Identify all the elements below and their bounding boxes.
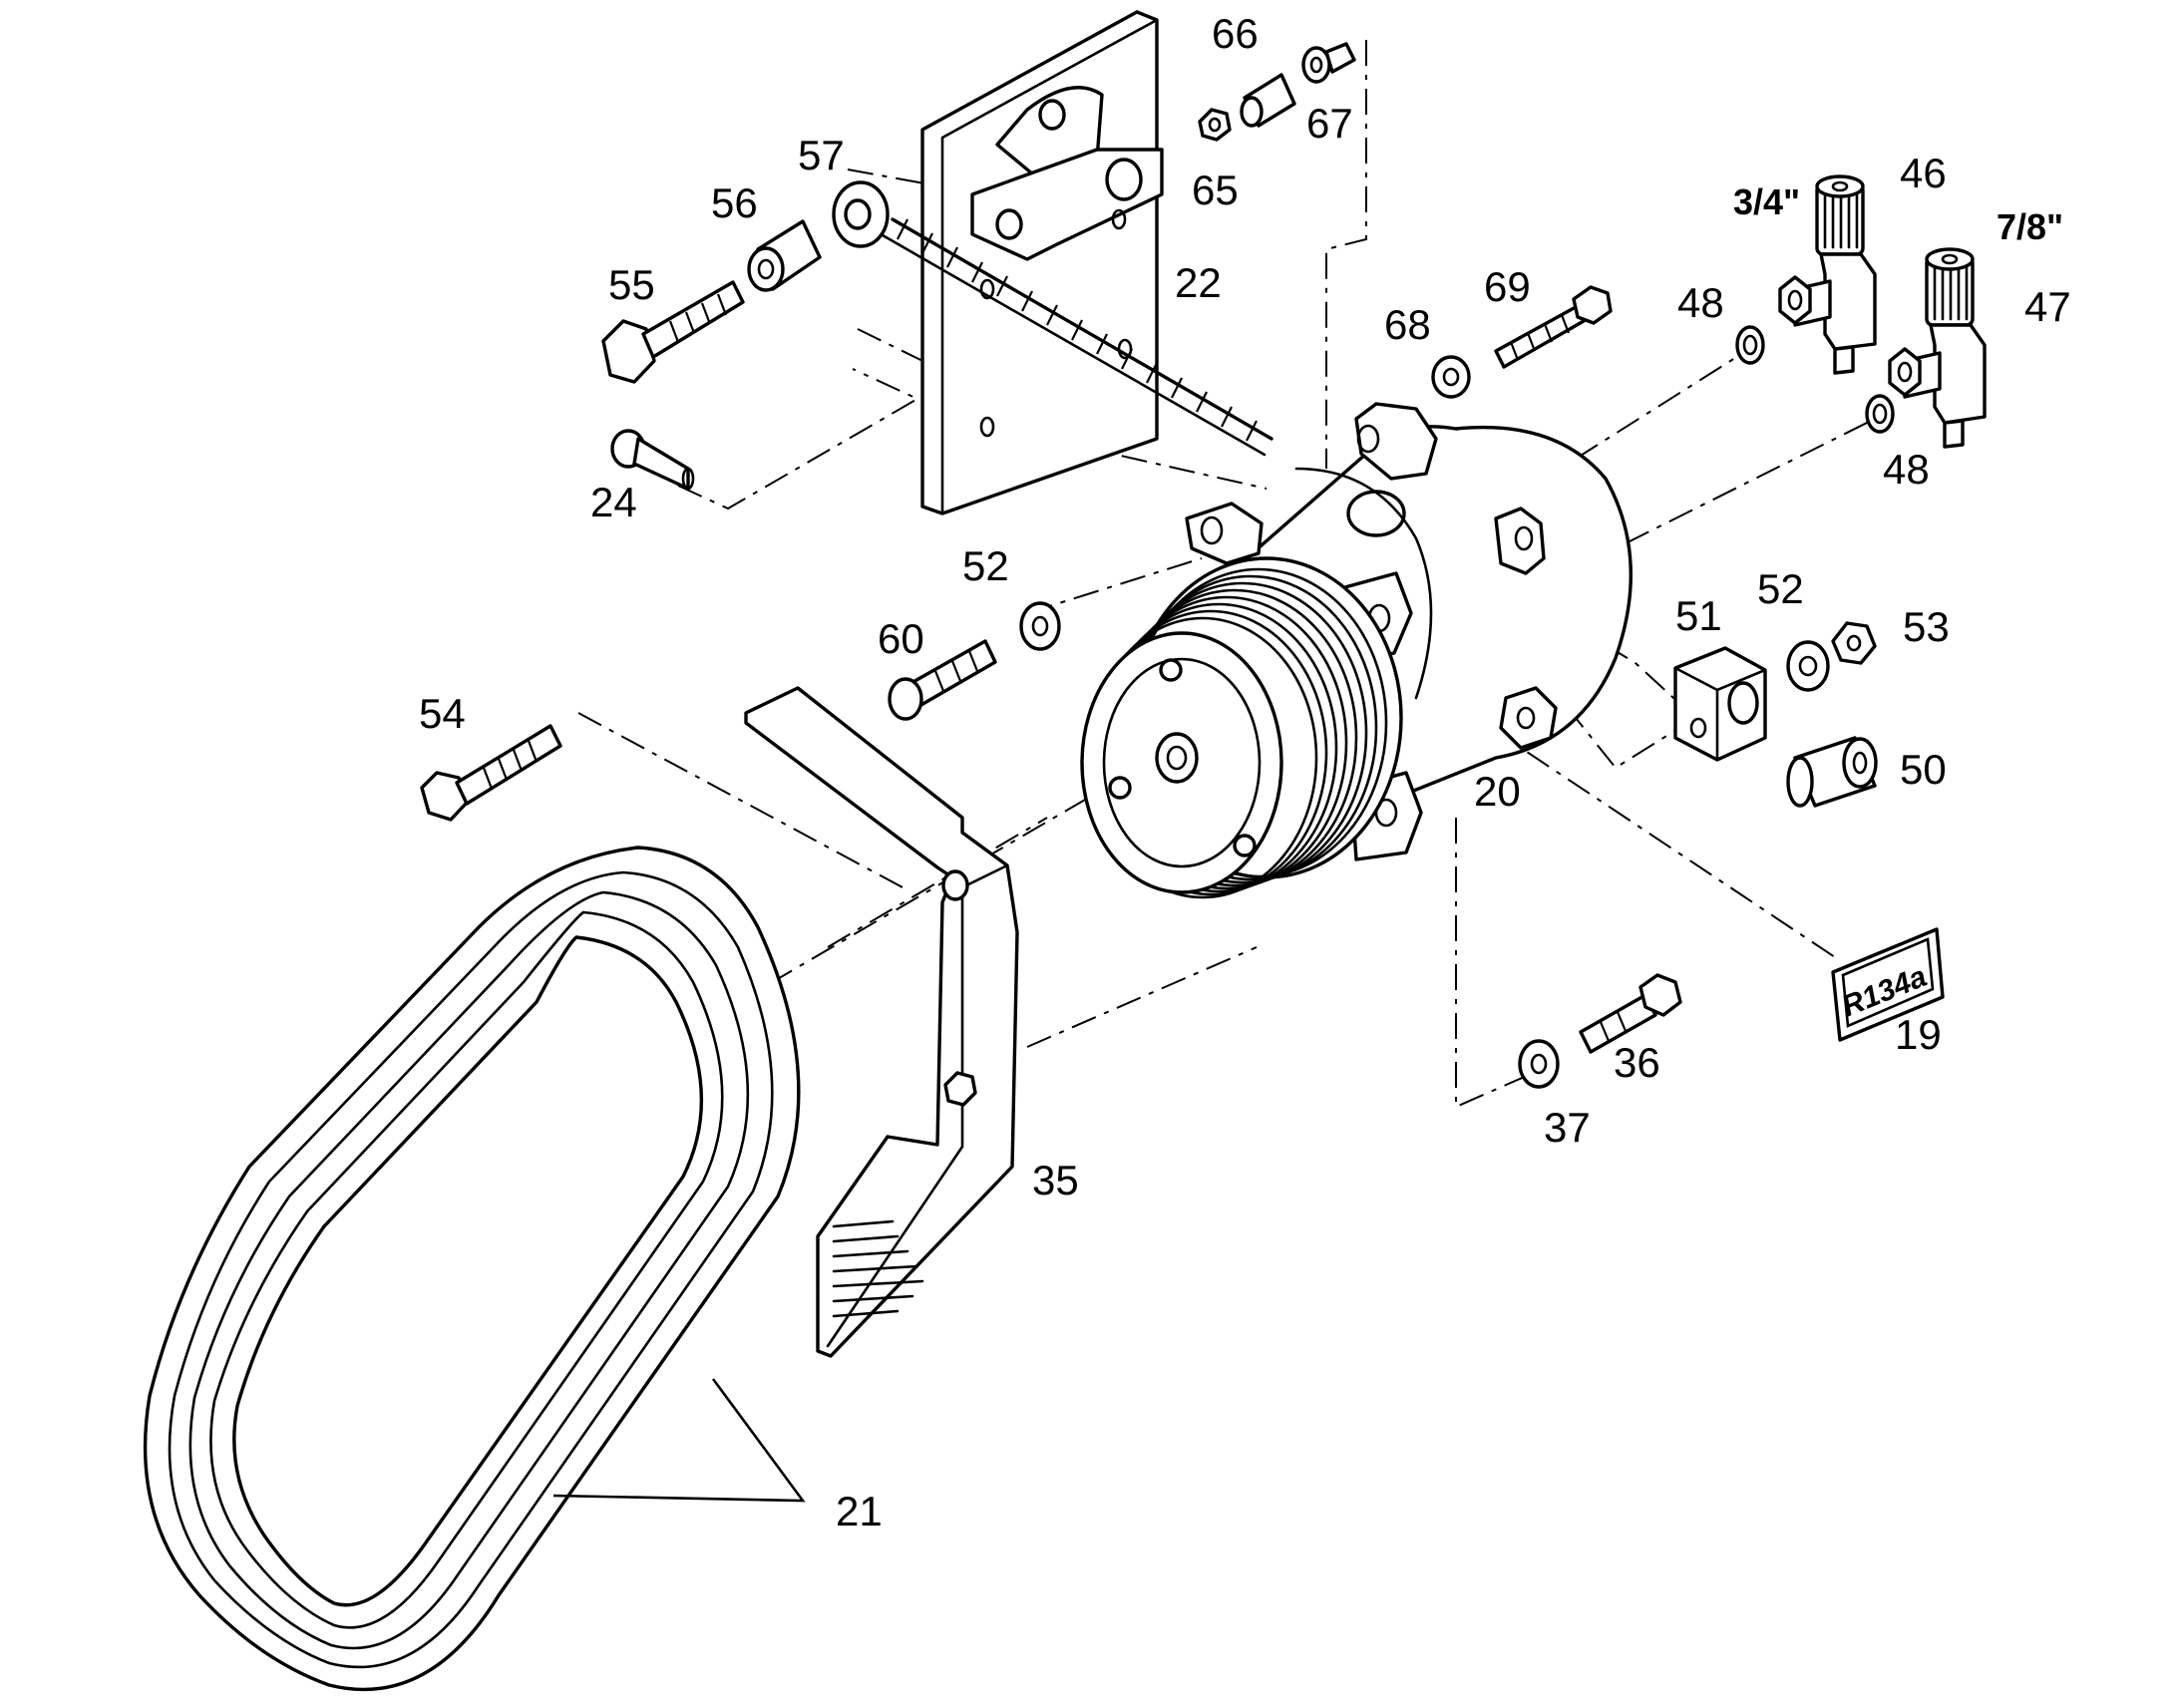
adjusting-stud-57	[832, 180, 1273, 457]
mounting-plate-22	[920, 10, 1164, 515]
bolt-55	[601, 280, 745, 384]
size-label-46: 3/4"	[1733, 181, 1800, 222]
dash-decal-19	[1445, 697, 1836, 958]
dash-port-46	[1575, 338, 1766, 460]
bolt-69	[1494, 285, 1613, 369]
service-fitting-46	[1778, 174, 1877, 375]
spacer-56	[747, 219, 822, 292]
screw-60	[888, 639, 997, 721]
compressor-20	[1080, 402, 1634, 899]
dash-block-51	[1395, 517, 1696, 719]
callout-20: 20	[1474, 768, 1521, 815]
bolt-54	[420, 724, 562, 822]
o-ring-48-upper	[1735, 325, 1765, 365]
callout-24: 24	[590, 479, 637, 525]
callout-56: 56	[711, 179, 758, 226]
callout-35: 35	[1032, 1157, 1079, 1203]
nut-53	[1831, 621, 1877, 665]
callout-52-right: 52	[1757, 565, 1804, 612]
callout-37: 37	[1544, 1104, 1591, 1151]
washer-37	[1518, 1039, 1560, 1089]
service-fitting-47	[1888, 247, 1987, 449]
callout-66: 66	[1212, 10, 1259, 57]
dash-pulley-axis	[827, 817, 1048, 948]
screw-24	[610, 429, 695, 491]
dash-stack-66	[1325, 40, 1367, 469]
callouts: 19 20 21 22 24 35 36 37 46 47 48 48 50 5…	[419, 10, 2071, 1535]
belt-guard-35	[744, 686, 1019, 1358]
callout-19: 19	[1895, 1011, 1942, 1058]
dash-port-47	[1625, 418, 1876, 544]
dash-screw-60	[1026, 557, 1203, 614]
fitting-50	[1786, 736, 1878, 808]
size-label-47: 7/8"	[1997, 206, 2063, 247]
callout-53: 53	[1903, 603, 1950, 650]
leader-lines-21	[552, 1378, 806, 1503]
nut-65	[1198, 108, 1232, 142]
callout-57: 57	[798, 132, 845, 178]
callout-48-lower: 48	[1883, 446, 1930, 493]
dash-bracket-lower	[1026, 946, 1258, 1048]
callout-65: 65	[1192, 167, 1239, 213]
callout-60: 60	[878, 615, 924, 662]
bolt-36	[1579, 973, 1682, 1054]
callout-50: 50	[1900, 746, 1947, 793]
dash-bolt-54	[577, 712, 904, 888]
callout-46: 46	[1900, 150, 1947, 196]
callout-54: 54	[419, 690, 466, 737]
callout-47: 47	[2024, 283, 2071, 330]
callout-67: 67	[1306, 100, 1353, 147]
spacer-66	[1240, 73, 1296, 128]
callout-69: 69	[1484, 263, 1531, 310]
callout-55: 55	[608, 261, 655, 308]
connection-block-51	[1673, 646, 1767, 762]
callout-48-upper: 48	[1677, 279, 1724, 326]
callout-22: 22	[1175, 259, 1222, 306]
washer-68	[1431, 355, 1471, 399]
callout-68: 68	[1384, 301, 1431, 348]
callout-52-left: 52	[962, 542, 1009, 589]
washer-bolt-67	[1301, 42, 1356, 84]
dash-bolt-36	[1455, 818, 1537, 1109]
callout-36: 36	[1614, 1039, 1660, 1086]
callout-21: 21	[836, 1488, 883, 1535]
drive-belt-21	[143, 846, 801, 1692]
callout-51: 51	[1675, 592, 1722, 639]
o-ring-48-lower	[1865, 394, 1895, 434]
washer-52-left	[1019, 601, 1061, 651]
dash-screw-24	[677, 368, 920, 511]
washer-52-right	[1786, 640, 1830, 692]
